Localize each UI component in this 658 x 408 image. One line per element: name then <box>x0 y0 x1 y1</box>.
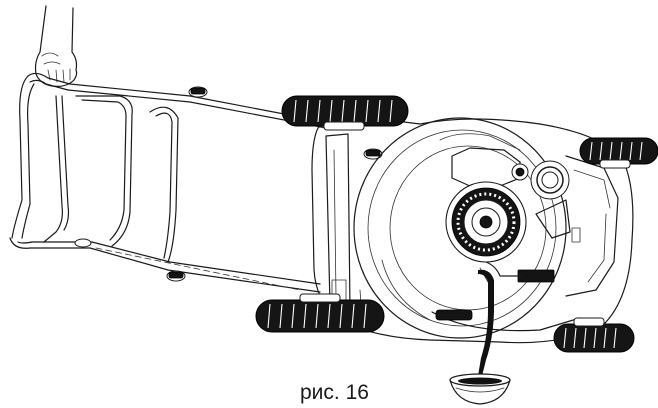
front-wheel-bottom <box>553 317 635 353</box>
figure-caption: рис. 16 <box>300 381 369 404</box>
rear-wheel-bottom <box>255 293 385 333</box>
mower-deck <box>311 115 634 344</box>
oil-stream <box>478 269 494 376</box>
oil-drain-bowl-icon <box>449 373 511 405</box>
front-wheel-top <box>579 137 658 169</box>
handle-frame <box>9 72 383 293</box>
rear-wheel-top <box>281 95 409 131</box>
blade-motor <box>445 181 527 263</box>
